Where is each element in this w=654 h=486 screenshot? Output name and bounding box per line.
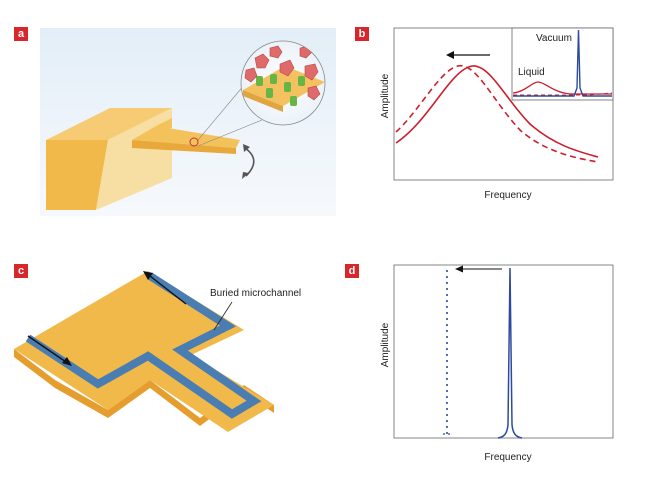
- analyte: [269, 45, 283, 59]
- panel-b-plot-frame: [393, 27, 614, 181]
- analyte: [307, 85, 321, 101]
- flow-arrowhead-out: [143, 271, 153, 280]
- panel-b-label: b: [355, 27, 369, 41]
- chip-side-left: [14, 349, 108, 418]
- buried-microchannel: [25, 272, 262, 419]
- cantilever-beam-side: [132, 140, 236, 154]
- panel-b-series-dashed: [395, 65, 599, 163]
- panel-c: Buried microchannel: [14, 271, 301, 432]
- zoom-connector-line: [197, 119, 263, 147]
- panel-b-x-axis-label: Frequency: [484, 190, 531, 201]
- panel-d-label: d: [345, 264, 359, 278]
- cantilever-neck: [156, 118, 172, 128]
- cantilever-beam-top: [132, 126, 240, 148]
- panel-a: [40, 28, 336, 216]
- flow-arrow-in: [27, 335, 67, 363]
- buried-microchannel-label: Buried microchannel: [210, 288, 301, 299]
- receptor: [256, 76, 263, 86]
- panel-d-shift-arrowhead: [455, 265, 463, 273]
- receptor: [284, 82, 291, 92]
- chip-side-mid: [108, 380, 200, 426]
- base-block-top: [46, 108, 172, 140]
- inset-vacuum-curve: [513, 29, 612, 97]
- inset-liquid-label: Liquid: [518, 67, 545, 78]
- zoom-contents: [243, 45, 325, 112]
- inset-vacuum-label: Vacuum: [536, 33, 572, 44]
- binding-site-marker: [189, 137, 199, 147]
- receptor: [298, 76, 305, 86]
- panel-d-plot-frame: [393, 264, 614, 439]
- inset-dashed-curve: [513, 92, 613, 96]
- zoom-connector-line: [197, 83, 246, 141]
- inset-liquid-curve: [512, 81, 612, 95]
- panel-d-y-axis-label: Amplitude: [380, 322, 391, 367]
- panel-b-series-solid: [395, 65, 599, 158]
- analyte: [279, 59, 295, 77]
- panel-d-series-solid: [497, 267, 523, 439]
- panel-b-shift-arrowhead: [446, 51, 454, 59]
- panel-d-chart: Frequency Amplitude: [380, 264, 614, 463]
- analyte: [254, 53, 270, 69]
- panel-b-inset-frame: [511, 27, 614, 101]
- oscillation-arrowhead-top: [243, 144, 250, 152]
- analyte: [304, 63, 319, 81]
- oscillation-arrowhead-bottom: [242, 172, 249, 179]
- flow-arrowhead-in: [62, 357, 72, 366]
- panel-b-chart: Vacuum Liquid Frequency Amplitude: [380, 27, 614, 201]
- zoom-surface-edge: [243, 90, 283, 112]
- annotation-leader-line: [213, 301, 233, 331]
- panel-d-x-axis-label: Frequency: [484, 452, 531, 463]
- receptor: [266, 88, 273, 98]
- panel-b-y-axis-label: Amplitude: [380, 73, 391, 118]
- panel-a-label: a: [14, 27, 28, 41]
- analyte: [244, 67, 258, 83]
- base-block-front: [46, 140, 108, 210]
- flow-arrow-out: [149, 275, 187, 305]
- receptor: [290, 96, 297, 106]
- panel-c-label: c: [14, 264, 28, 278]
- receptor: [270, 74, 277, 84]
